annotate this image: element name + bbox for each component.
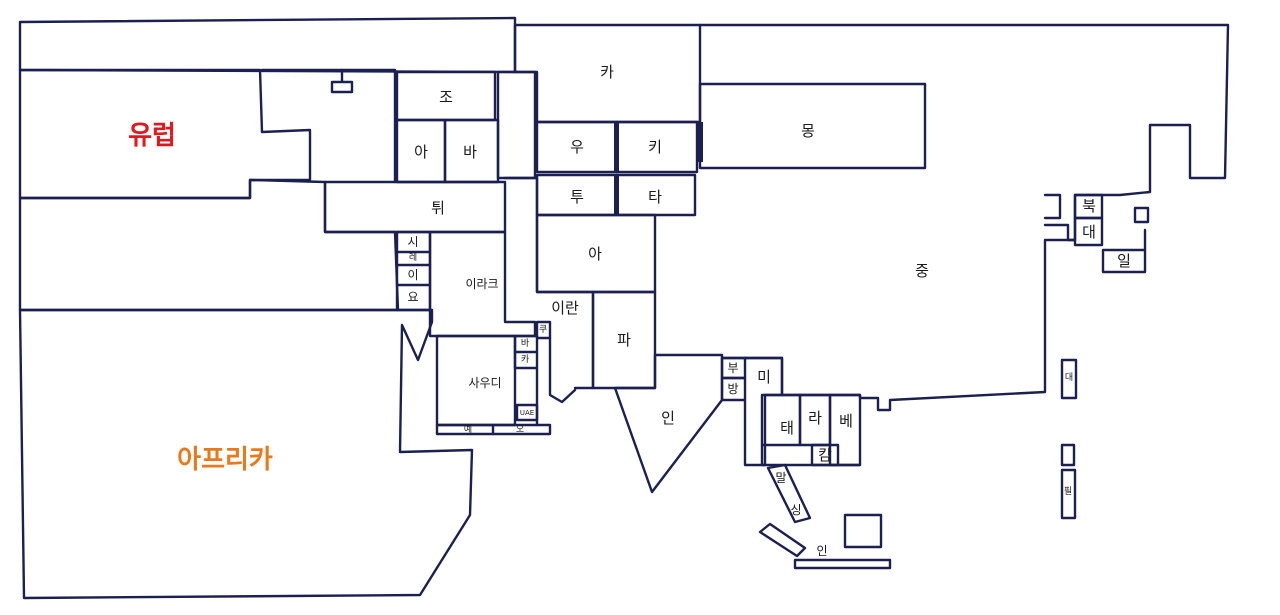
label-joseon: 조	[439, 88, 453, 106]
label-china: 중	[915, 262, 929, 280]
label-iran: 이란	[551, 299, 579, 317]
label-uae: UAE	[520, 409, 534, 417]
label-armenia: 아	[414, 143, 428, 161]
central-asia	[513, 23, 703, 217]
south-asia	[503, 176, 724, 494]
label-mongolia: 몽	[801, 122, 815, 140]
label-north-korea: 북	[1082, 197, 1096, 215]
label-japan: 일	[1117, 252, 1131, 270]
label-afghanistan: 아	[588, 245, 602, 263]
yemen-oman-strip	[435, 423, 552, 436]
mongolia-box	[698, 82, 927, 170]
label-malaysia: 말	[775, 471, 786, 485]
indonesia-piece-1	[758, 522, 807, 558]
europe-small-notch	[330, 68, 354, 94]
label-taiwan: 대	[1065, 372, 1073, 383]
japan-top-box	[1133, 206, 1150, 224]
label-bhutan: 부	[727, 361, 738, 375]
indonesia-piece-3	[793, 558, 892, 570]
label-oman: 오	[516, 424, 524, 435]
label-kyrgyzstan: 키	[648, 138, 662, 156]
indochina-bottom	[760, 443, 862, 467]
label-cambodia: 캄	[818, 446, 832, 464]
europe-lower-strip	[18, 178, 400, 312]
label-jordan: 요	[407, 290, 418, 304]
vietnam-box	[828, 393, 862, 467]
label-thailand: 태	[780, 419, 794, 437]
region-europe-label: 유럽	[128, 121, 176, 151]
iraq-box	[428, 230, 537, 338]
label-israel: 이	[407, 268, 418, 282]
label-tajikistan: 타	[648, 188, 662, 206]
label-turkey: 튀	[431, 199, 445, 217]
label-vietnam: 베	[839, 412, 853, 430]
europe-inner-notch	[260, 68, 397, 184]
label-lebanon: 레	[409, 252, 417, 263]
label-iraq: 이라크	[465, 277, 498, 291]
malaysia-strip	[766, 463, 812, 524]
label-pakistan: 파	[617, 331, 631, 349]
border-marker-1	[614, 122, 619, 172]
label-bahrain: 바	[521, 338, 530, 349]
turkey-box	[323, 180, 507, 234]
label-qatar: 카	[521, 354, 529, 365]
indonesia-piece-2	[843, 513, 883, 549]
label-philippines: 필	[1064, 485, 1072, 497]
region-africa-label: 아프리카	[177, 445, 273, 475]
east-asia	[698, 23, 1230, 412]
europe-area	[18, 16, 517, 312]
label-bangladesh: 방	[727, 382, 738, 396]
label-south-korea: 대	[1082, 223, 1096, 241]
label-uzbekistan: 우	[570, 138, 584, 156]
label-kuwait: 쿠	[539, 324, 547, 335]
gulf-coast	[535, 336, 577, 427]
middle-east	[428, 230, 577, 436]
label-turkmenistan: 투	[570, 188, 584, 206]
taiwan-box	[1060, 358, 1078, 400]
philippines-box	[1060, 468, 1077, 520]
europe-top-strip	[18, 16, 517, 74]
iran-outline	[503, 176, 595, 390]
southeast-asia	[720, 356, 892, 570]
caspian-box	[496, 70, 537, 180]
label-singapore: 싱	[790, 503, 801, 517]
label-india: 인	[661, 409, 675, 427]
label-yemen: 예	[464, 424, 472, 435]
islands-east	[1060, 358, 1078, 520]
border-marker-2	[614, 175, 619, 215]
africa-outline	[18, 308, 474, 600]
caucasus-and-turkey	[323, 70, 537, 234]
label-kazakhstan: 카	[600, 63, 614, 81]
label-indonesia: 인	[816, 544, 827, 558]
japan-box	[1101, 248, 1147, 274]
label-azerbaijan: 바	[463, 143, 477, 161]
korea-outline	[1043, 193, 1077, 242]
label-saudi: 사우디	[468, 376, 501, 390]
india-outline	[613, 353, 724, 494]
label-myanmar: 미	[757, 368, 771, 386]
philippines-top-box	[1060, 443, 1076, 467]
label-laos: 라	[808, 409, 822, 427]
label-syria: 시	[407, 235, 418, 249]
